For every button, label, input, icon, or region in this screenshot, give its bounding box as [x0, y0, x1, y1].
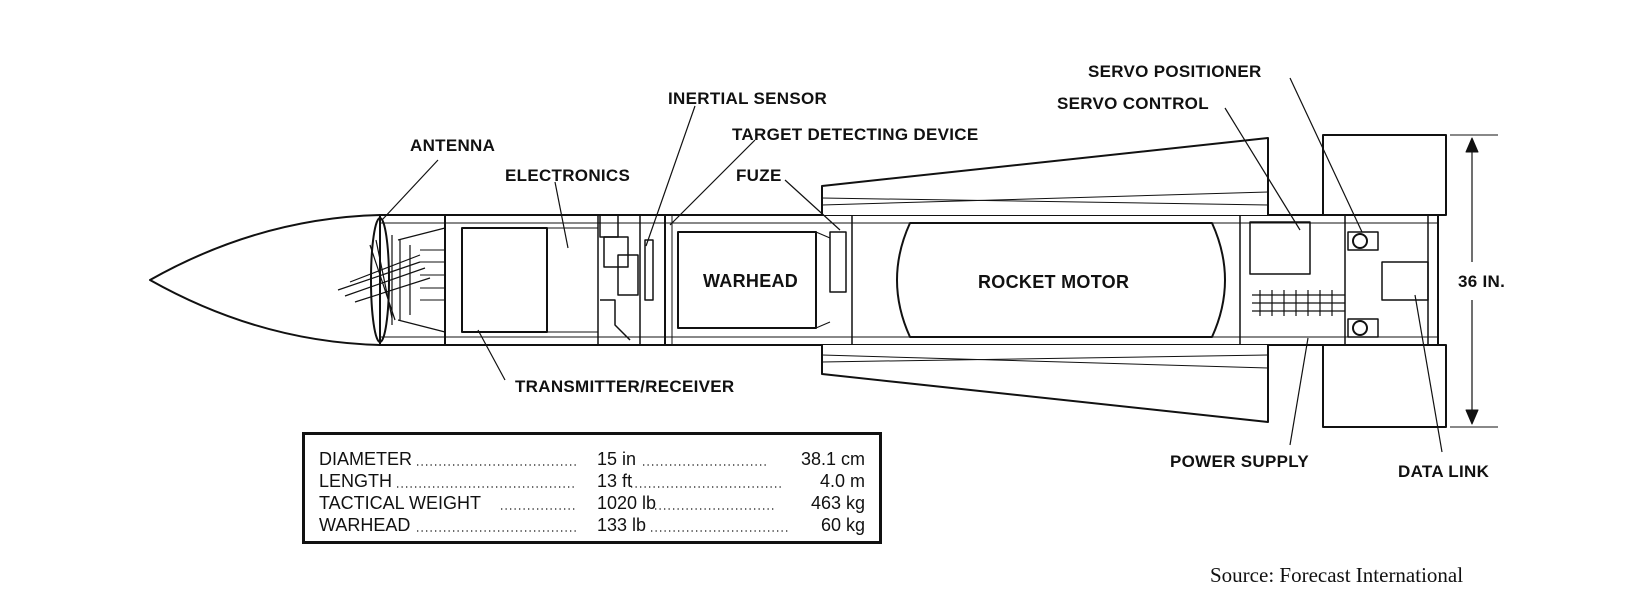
warhead-section [677, 231, 817, 329]
label-transmitter-receiver: TRANSMITTER/RECEIVER [515, 377, 735, 396]
spec-imperial: 133 lb [597, 515, 647, 535]
spec-name: TACTICAL WEIGHT [319, 493, 481, 513]
tail-fin-upper [1322, 134, 1447, 216]
spec-row: WARHEAD 133 lb 60 kg [319, 515, 865, 537]
label-warhead: WARHEAD [703, 271, 799, 291]
electronics-module [461, 227, 548, 333]
label-power-supply: POWER SUPPLY [1170, 452, 1310, 471]
servo-positioner-upper [1352, 233, 1368, 249]
label-electronics: ELECTRONICS [505, 166, 631, 185]
label-fuze: FUZE [736, 166, 782, 185]
spec-metric: 60 kg [820, 515, 865, 535]
spec-metric: 463 kg [810, 493, 865, 513]
label-servo-positioner: SERVO POSITIONER [1088, 62, 1262, 81]
label-data-link: DATA LINK [1398, 462, 1490, 481]
spec-name: LENGTH [319, 471, 393, 491]
spec-imperial: 1020 lb [597, 493, 657, 513]
spec-imperial: 15 in [597, 449, 637, 469]
label-rocket-motor: ROCKET MOTOR [978, 272, 1130, 292]
label-target-detecting-device: TARGET DETECTING DEVICE [732, 125, 979, 144]
spec-imperial: 13 ft [597, 471, 633, 491]
spec-metric: 4.0 m [819, 471, 865, 491]
spec-row: TACTICAL WEIGHT 1020 lb 463 kg [319, 493, 865, 515]
spec-name: WARHEAD [319, 515, 411, 535]
spec-row: LENGTH 13 ft 4.0 m [319, 471, 865, 493]
label-antenna: ANTENNA [410, 136, 496, 155]
source-credit: Source: Forecast International [1210, 563, 1464, 587]
specifications-box: DIAMETER 15 in 38.1 cm LENGTH 13 ft 4.0 … [302, 432, 882, 544]
fuze-unit [829, 231, 847, 293]
rocket-motor-casing [896, 222, 1226, 338]
nose-cone [149, 214, 381, 346]
tail-fin-lower [1322, 344, 1447, 428]
servo-positioner-lower [1352, 320, 1368, 336]
spec-metric: 38.1 cm [800, 449, 865, 469]
servo-control-unit [1249, 221, 1311, 275]
spec-row: DIAMETER 15 in 38.1 cm [319, 449, 865, 471]
spec-name: DIAMETER [319, 449, 413, 469]
label-servo-control: SERVO CONTROL [1057, 94, 1209, 113]
label-dimension-36: 36 IN. [1458, 272, 1506, 291]
label-inertial-sensor: INERTIAL SENSOR [668, 89, 828, 108]
